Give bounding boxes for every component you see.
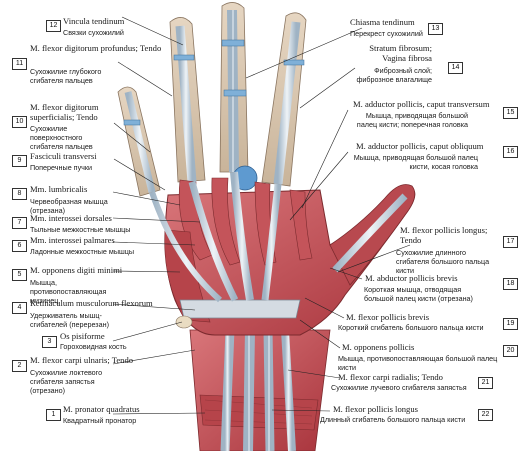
label-num-14: 14	[448, 62, 463, 74]
label-russian-8: Червеобразная мышца (отрезана)	[30, 197, 108, 215]
label-num-22: 22	[478, 409, 493, 421]
label-russian-2: Сухожилие локтевого сгибателя запястья (…	[30, 368, 103, 395]
label-latin-8: Mm. lumbricalis	[30, 184, 88, 194]
label-num-16: 16	[503, 146, 518, 158]
label-russian-1: Квадратный пронатор	[63, 416, 137, 425]
label-latin-19: M. flexor pollicis brevis	[346, 312, 430, 322]
label-russian-11: Сухожилие глубокого сгибателя пальцев	[30, 67, 102, 85]
label-latin-15: M. adductor pollicis, caput transversum	[353, 99, 490, 109]
label-num-17: 17	[503, 236, 518, 248]
label-num-5: 5	[12, 269, 27, 281]
label-latin-6: Mm. interossei palmares	[30, 235, 115, 245]
label-latin-16: M. adductor pollicis, caput obliquum	[356, 141, 484, 151]
label-num-1: 1	[46, 409, 61, 421]
label-latin-22: M. flexor pollicis longus	[333, 404, 418, 414]
label-russian-14: Фиброзный слой; фиброзное влагалище	[356, 66, 432, 84]
label-latin-11: M. flexor digitorum profundus; Tendo	[30, 43, 162, 53]
label-russian-10: Сухожилие поверхностного сгибателя пальц…	[30, 124, 93, 151]
label-latin-5: M. opponens digiti minimi	[30, 265, 123, 275]
label-num-7: 7	[12, 217, 27, 229]
label-russian-18: Короткая мышца, отводящая большой палец …	[364, 285, 473, 303]
label-latin-7: Mm. interossei dorsales	[30, 213, 112, 223]
label-russian-9: Поперечные пучки	[30, 163, 93, 172]
label-num-13: 13	[428, 23, 443, 35]
label-latin-2: M. flexor carpi ulnaris; Tendo	[30, 355, 134, 365]
label-latin-4: Retinaculum musculorum flexorum	[30, 298, 153, 308]
label-num-19: 19	[503, 318, 518, 330]
label-num-2: 2	[12, 360, 27, 372]
label-num-20: 20	[503, 345, 518, 357]
label-latin-13: Chiasma tendinum	[350, 17, 415, 27]
label-latin-9: Fasciculi transversi	[30, 151, 97, 161]
label-russian-22: Длинный сгибатель большого пальца кисти	[320, 415, 466, 424]
finger-little	[117, 86, 161, 197]
label-russian-20: Мышца, противопоставляющая большой палец…	[338, 354, 498, 372]
finger-index	[261, 12, 307, 187]
label-russian-5: Мышца, противопоставляющая мизинец	[30, 278, 107, 305]
label-russian-19: Короткий сгибатель большого пальца кисти	[338, 323, 484, 332]
label-num-8: 8	[12, 188, 27, 200]
label-latin-1: M. pronator quadratus	[63, 404, 140, 414]
label-num-4: 4	[12, 302, 27, 314]
label-num-18: 18	[503, 278, 518, 290]
label-num-10: 10	[12, 116, 27, 128]
label-russian-3: Гороховидная кость	[60, 342, 127, 351]
finger-middle	[219, 2, 249, 173]
label-russian-15: Мышца, приводящая большой палец кисти; п…	[356, 111, 468, 129]
label-num-3: 3	[42, 336, 57, 348]
label-num-11: 11	[12, 58, 27, 70]
label-num-21: 21	[478, 377, 493, 389]
label-russian-21: Сухожилие лучевого сгибателя запястья	[331, 383, 467, 392]
label-russian-16: Мышца, приводящая большой палец кисти, к…	[353, 153, 478, 171]
label-latin-14: Stratum fibrosum; Vagina fibrosa	[369, 43, 432, 63]
label-latin-12: Vincula tendinum	[63, 16, 125, 26]
label-latin-21: M. flexor carpi radialis; Tendo	[338, 372, 443, 382]
label-russian-4: Удерживатель мышц-сгибателей (перерезан)	[30, 311, 109, 329]
label-num-6: 6	[12, 240, 27, 252]
label-russian-6: Ладонные межкостные мышцы	[30, 247, 135, 256]
label-russian-12: Связки сухожилий	[63, 28, 124, 37]
finger-ring	[169, 17, 206, 183]
label-russian-13: Перекрест сухожилий	[350, 29, 423, 38]
label-russian-7: Тыльные межкостные мышцы	[30, 225, 131, 234]
label-latin-10: M. flexor digitorum superficialis; Tendo	[30, 102, 99, 122]
label-num-12: 12	[46, 20, 61, 32]
label-num-9: 9	[12, 155, 27, 167]
pronator-quadratus	[199, 394, 319, 431]
label-latin-20: M. opponens pollicis	[342, 342, 415, 352]
forearm	[189, 329, 331, 451]
label-latin-17: M. flexor pollicis longus; Tendo	[400, 225, 488, 245]
label-num-15: 15	[503, 107, 518, 119]
label-latin-18: M. abductor pollicis brevis	[365, 273, 458, 283]
label-latin-3: Os pisiforme	[60, 331, 105, 341]
label-russian-17: Сухожилие длинного сгибателя большого па…	[396, 248, 490, 275]
